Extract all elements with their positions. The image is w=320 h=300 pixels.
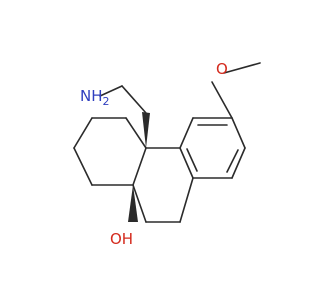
bond: [231, 117, 246, 149]
amine-main: NH: [80, 87, 103, 105]
stereo-wedge-bond: [128, 185, 138, 222]
stereo-wedge-bond: [142, 112, 150, 148]
bond: [125, 117, 147, 149]
bond: [211, 81, 233, 119]
amine-subscript: 2: [102, 95, 110, 108]
hydroxyl-label: OH: [110, 230, 134, 248]
amine-label: NH2: [80, 87, 110, 109]
bond: [231, 147, 246, 179]
bond: [99, 85, 123, 97]
bond: [179, 177, 194, 223]
ether-oxygen-label: O: [216, 60, 228, 78]
aromatic-double-bond: [186, 148, 198, 172]
bond: [73, 147, 93, 186]
structure-diagram: [73, 62, 261, 223]
bond: [223, 62, 261, 74]
molecule-canvas: NH2 O OH: [73, 60, 261, 248]
bond: [132, 147, 147, 186]
aromatic-double-bond: [226, 149, 239, 173]
bond: [132, 184, 147, 223]
bond: [179, 117, 194, 149]
bond: [121, 85, 147, 114]
bond: [179, 147, 194, 179]
bond: [73, 117, 93, 149]
